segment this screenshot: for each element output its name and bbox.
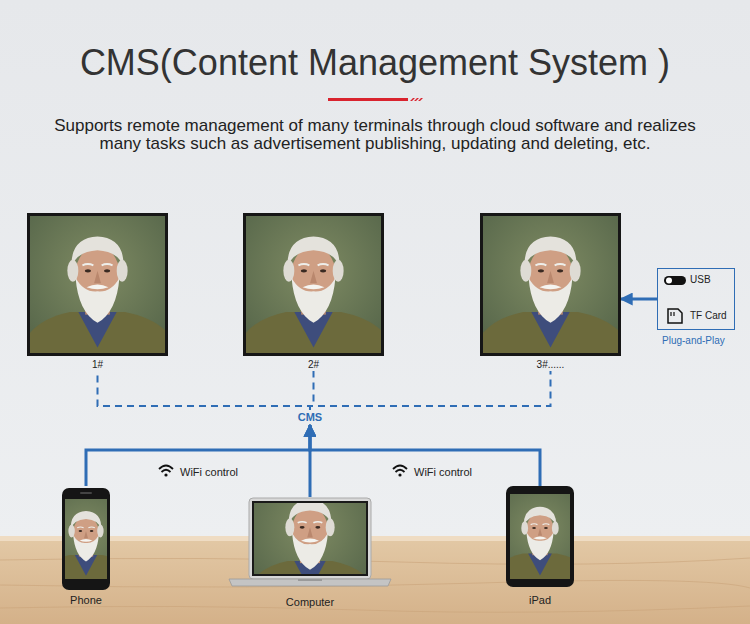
title: CMS(Content Management System ) <box>0 42 750 84</box>
table-edge <box>0 536 750 541</box>
wifi-link <box>621 298 657 301</box>
wifi-link <box>86 425 310 486</box>
laptop-screen <box>254 483 366 595</box>
laptop-notch <box>298 579 322 581</box>
device-label: Phone <box>62 594 110 607</box>
wifi-icon <box>393 466 407 477</box>
edge-label: WiFi control <box>180 466 238 479</box>
device-space <box>62 486 110 594</box>
wifi-dot <box>398 473 401 476</box>
feature-note: Plug-and-Play <box>662 335 706 347</box>
phone-screen <box>46 499 126 579</box>
tablet-screen <box>498 494 583 579</box>
screen-portrait <box>245 216 382 353</box>
table-top <box>0 536 750 624</box>
usb-icon <box>666 278 672 284</box>
laptop-base <box>229 579 391 586</box>
dashed-link <box>310 371 551 410</box>
screen-number: 2# <box>243 359 384 371</box>
storage-box: USBTF CardPlug-and-Play <box>657 268 735 330</box>
port-label: USB <box>690 274 734 286</box>
control-device: Phone <box>62 486 110 607</box>
device-label: iPad <box>506 594 574 607</box>
wifi-icon <box>159 466 173 477</box>
dashed-link <box>98 371 310 410</box>
tf-card-icon <box>668 309 682 323</box>
usb-icon <box>664 276 686 285</box>
screen-frame <box>480 213 621 356</box>
device-space <box>229 497 391 596</box>
title-underline <box>328 98 408 101</box>
screen-portrait <box>482 216 619 353</box>
caption: Supports remote management of many termi… <box>45 117 705 153</box>
port-label: TF Card <box>690 310 734 322</box>
edge-label: WiFi control <box>414 466 472 479</box>
hub-label: CMS <box>298 411 322 424</box>
screen-portrait <box>29 216 166 353</box>
device-space <box>506 486 574 594</box>
wifi-arc <box>159 466 173 470</box>
display-screen: 1# <box>27 213 168 371</box>
wood-grain <box>0 558 750 612</box>
title-underline-stripes <box>410 98 423 101</box>
control-device: Computer <box>229 497 391 609</box>
wifi-link <box>310 425 540 486</box>
screen-number: 3#...... <box>480 359 621 371</box>
display-screen: 2# <box>243 213 384 371</box>
phone-speaker <box>80 492 92 494</box>
screen-number: 1# <box>27 359 168 371</box>
wifi-dot <box>164 473 167 476</box>
wifi-arc <box>393 466 407 470</box>
display-screen: 3#...... <box>480 213 621 371</box>
wifi-arc <box>396 470 405 472</box>
dashed-link <box>310 371 314 410</box>
wifi-arc <box>162 470 171 472</box>
screen-frame <box>243 213 384 356</box>
device-label: Computer <box>229 596 391 609</box>
screen-frame <box>27 213 168 356</box>
control-device: iPad <box>506 486 574 607</box>
tf-card-icon <box>671 312 674 316</box>
cms-hub: CMS <box>294 410 326 425</box>
